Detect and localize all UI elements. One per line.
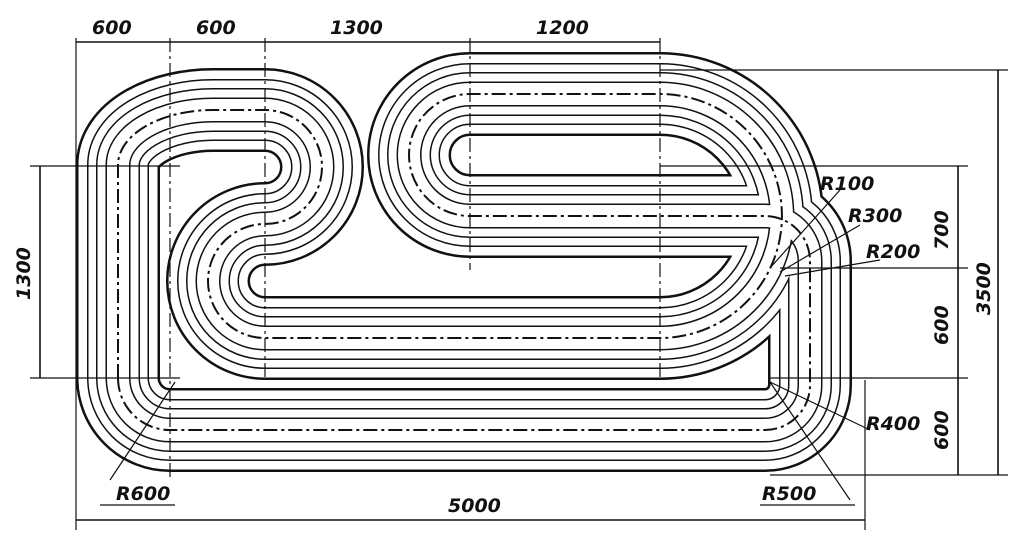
- dim-right-2: 600: [931, 305, 953, 345]
- dim-bottom: 5000: [448, 495, 501, 517]
- dim-top-1: 600: [92, 17, 132, 39]
- dimension-lines: [39, 41, 999, 521]
- radius-r500: R500: [762, 483, 816, 505]
- extension-lines: [30, 38, 1008, 530]
- dim-top-2: 600: [196, 17, 236, 39]
- dim-top-4: 1200: [536, 17, 589, 39]
- dim-right-3: 600: [931, 410, 953, 450]
- radius-r600: R600: [116, 483, 170, 505]
- radius-r200: R200: [866, 241, 920, 263]
- dim-left: 1300: [13, 247, 35, 300]
- dim-top-3: 1300: [330, 17, 383, 39]
- radius-r400: R400: [866, 413, 920, 435]
- dim-right-1: 700: [931, 210, 953, 250]
- radius-r300: R300: [848, 205, 902, 227]
- dimension-labels: 600 600 1300 1200 5000 1300 3500 700 600…: [13, 17, 995, 517]
- dim-overall-height: 3500: [973, 262, 995, 315]
- radius-r100: R100: [820, 173, 874, 195]
- track-lanes: [118, 94, 810, 430]
